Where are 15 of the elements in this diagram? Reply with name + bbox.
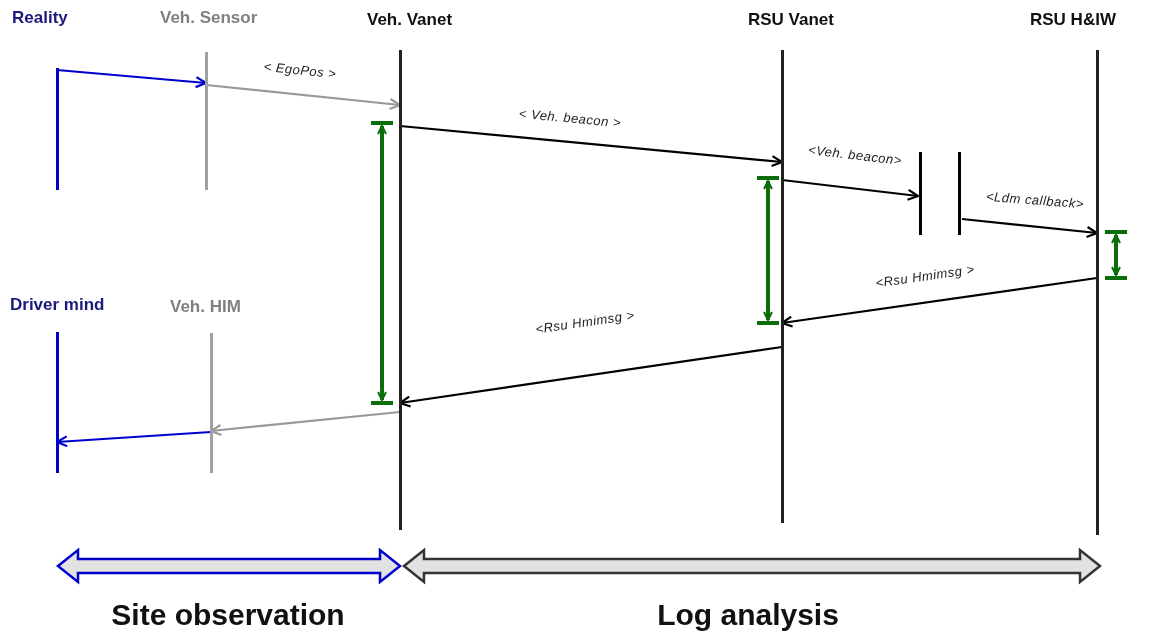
phase-label: Site observation — [111, 598, 345, 632]
message-arrow — [56, 68, 208, 89]
lifeline-title: Driver mind — [10, 295, 105, 315]
lifeline-title: Veh. Vanet — [367, 10, 453, 30]
lifeline-title: RSU H&IW — [1030, 10, 1116, 30]
lifeline-title: Reality — [12, 8, 68, 28]
lifeline-title: RSU Vanet — [748, 10, 834, 30]
lifeline-title: Veh. Sensor — [160, 8, 258, 28]
double-bar — [919, 152, 961, 235]
lifeline-title: Veh. HIM — [170, 297, 241, 317]
message-arrow — [205, 83, 402, 111]
phase-label: Log analysis — [657, 598, 839, 632]
message-arrow — [399, 124, 784, 168]
message-arrow — [961, 217, 1099, 239]
message-arrow — [781, 178, 920, 201]
